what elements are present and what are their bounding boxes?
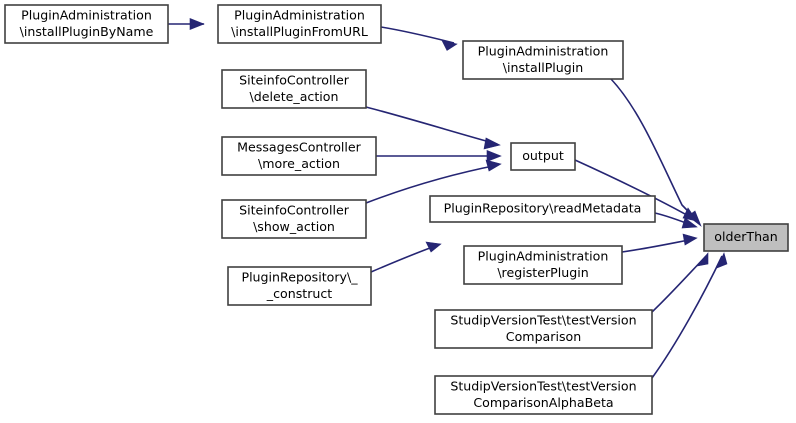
node-label-line: StudipVersionTest\testVersion <box>450 378 636 393</box>
edge-line <box>380 26 455 44</box>
node-box[interactable] <box>463 245 623 285</box>
arrowhead-icon <box>441 40 458 51</box>
edge-more_action-to-output <box>376 150 502 162</box>
node-readMetadata[interactable]: PluginRepository\readMetadata <box>429 195 656 223</box>
node-box[interactable] <box>4 4 169 44</box>
node-show_action[interactable]: SiteinfoController \show_action <box>221 199 367 239</box>
node-box[interactable] <box>434 309 653 349</box>
edge-output-to-olderThan <box>574 159 698 222</box>
node-installPluginFromURL[interactable]: PluginAdministration \installPluginFromUR… <box>217 4 382 44</box>
arrowhead-icon <box>696 252 709 267</box>
nodes-layer: PluginAdministration \installPluginByName… <box>4 4 789 415</box>
edge-line <box>365 106 498 145</box>
arrowhead-icon <box>425 241 442 253</box>
arrowhead-icon <box>682 207 698 222</box>
node-testVersionComparisonAlphaBeta[interactable]: StudipVersionTest\testVersionComparisonA… <box>434 375 653 415</box>
edge-line <box>365 164 499 204</box>
node-label-line: \more_action <box>258 156 340 171</box>
node-label-line: \delete_action <box>250 89 339 104</box>
node-box[interactable] <box>462 40 624 80</box>
node-box[interactable] <box>227 266 372 306</box>
node-box[interactable] <box>703 223 789 252</box>
node-registerPlugin[interactable]: PluginAdministration \registerPlugin <box>463 245 623 285</box>
arrowhead-icon <box>716 252 728 269</box>
node-label-line: PluginRepository\readMetadata <box>444 201 642 216</box>
edge-testVersionComparison-to-olderThan <box>651 252 709 313</box>
node-label-line: \show_action <box>253 219 335 234</box>
node-box[interactable] <box>429 195 656 223</box>
node-label-line: PluginRepository\_ <box>241 269 358 284</box>
edges-layer <box>168 18 728 379</box>
node-box[interactable] <box>221 136 377 176</box>
node-box[interactable] <box>221 69 367 109</box>
node-label-line: PluginAdministration <box>234 7 365 22</box>
node-box[interactable] <box>221 199 367 239</box>
node-label-line: SiteinfoController <box>239 202 350 217</box>
node-label-line: olderThan <box>714 229 778 244</box>
node-box[interactable] <box>510 142 576 171</box>
node-label-line: Comparison <box>506 329 581 344</box>
node-olderThan[interactable]: olderThan <box>703 223 789 252</box>
node-label-line: output <box>522 148 564 163</box>
edge-installPluginFromURL-to-installPlugin <box>380 26 458 51</box>
node-delete_action[interactable]: SiteinfoController \delete_action <box>221 69 367 109</box>
node-label-line: \installPluginFromURL <box>231 24 368 39</box>
node-label-line: PluginAdministration <box>478 43 609 58</box>
arrowhead-icon <box>682 233 698 246</box>
node-label-line: PluginAdministration <box>21 7 152 22</box>
node-box[interactable] <box>434 375 653 415</box>
edge-line <box>651 255 723 379</box>
node-label-line: SiteinfoController <box>239 72 350 87</box>
edge-line <box>621 238 695 253</box>
node-label-line: \registerPlugin <box>497 265 588 280</box>
edge-construct-to-readMetadata <box>370 241 442 273</box>
arrowhead-icon <box>189 18 205 30</box>
node-label-line: _construct <box>266 286 332 301</box>
arrowhead-icon <box>483 137 501 150</box>
node-more_action[interactable]: MessagesController \more_action <box>221 136 377 176</box>
edge-registerPlugin-to-olderThan <box>621 233 698 253</box>
edge-line <box>574 159 695 220</box>
node-label-line: MessagesController <box>237 139 362 154</box>
node-installPluginByName[interactable]: PluginAdministration \installPluginByName <box>4 4 169 44</box>
edge-show_action-to-output <box>365 159 502 204</box>
node-installPlugin[interactable]: PluginAdministration \installPlugin <box>462 40 624 80</box>
node-label-line: \installPluginByName <box>20 24 154 39</box>
arrowhead-icon <box>485 159 502 172</box>
edge-delete_action-to-output <box>365 106 501 150</box>
node-label-line: \installPlugin <box>503 60 584 75</box>
edge-readMetadata-to-olderThan <box>654 212 698 229</box>
edge-testVersionComparisonAlphaBeta-to-olderThan <box>651 252 728 379</box>
edge-line <box>370 244 439 273</box>
node-label-line: StudipVersionTest\testVersion <box>450 312 636 327</box>
node-box[interactable] <box>217 4 382 44</box>
node-construct[interactable]: PluginRepository\_ _construct <box>227 266 372 306</box>
node-label-line: ComparisonAlphaBeta <box>473 395 613 410</box>
node-label-line: PluginAdministration <box>478 248 609 263</box>
edge-installPluginByName-to-installPluginFromURL <box>168 18 205 30</box>
arrowhead-icon <box>681 217 698 229</box>
arrowhead-icon <box>486 150 502 162</box>
node-output[interactable]: output <box>510 142 576 171</box>
